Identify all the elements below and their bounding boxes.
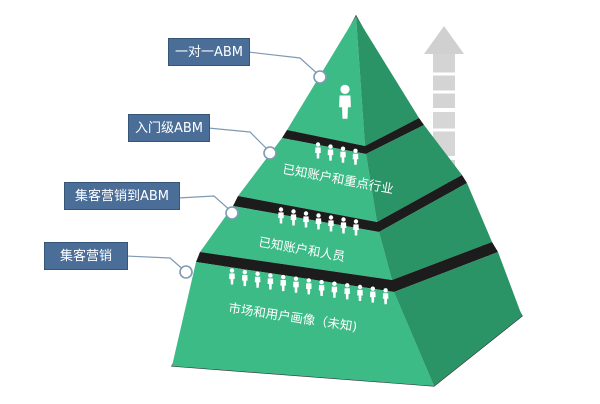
connector-dot-4: [179, 265, 193, 279]
connector-3: [177, 195, 233, 213]
tier-label-one-to-one-abm: 一对一ABM: [168, 38, 250, 66]
connector-2: [207, 127, 271, 153]
connector-4: [125, 255, 187, 273]
tier-3: [200, 183, 492, 280]
connectors: [125, 51, 321, 273]
tier-label-entry-abm: 入门级ABM: [128, 114, 210, 142]
separator-3: [196, 242, 498, 292]
tier-label-inbound-marketing: 集客营销: [44, 242, 128, 270]
connector-dot-1: [313, 70, 327, 84]
connector-1: [247, 51, 321, 77]
connector-dot-2: [263, 146, 277, 160]
tier-1: [287, 16, 419, 146]
separator-1: [282, 118, 424, 154]
tier-label-inbound-to-abm: 集客营销到ABM: [64, 182, 180, 210]
separator-2: [233, 175, 467, 232]
tier-4: [172, 252, 522, 386]
connector-dot-3: [225, 206, 239, 220]
